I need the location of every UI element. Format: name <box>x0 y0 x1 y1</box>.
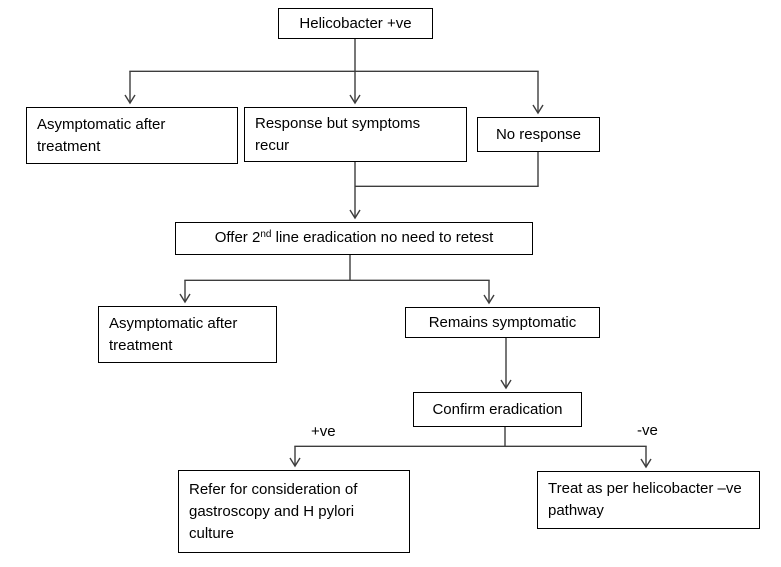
node-response-but-symptoms-recur-label: Response but symptoms recur <box>255 114 421 154</box>
edge-label-negative: -ve <box>637 422 658 439</box>
node-confirm-eradication-label: Confirm eradication <box>432 400 563 418</box>
node-no-response: No response <box>477 117 600 152</box>
node-remains-symptomatic: Remains symptomatic <box>405 307 600 338</box>
node-no-response-label: No response <box>495 125 582 143</box>
offer-label-suffix: line eradication no need to retest <box>271 228 494 246</box>
node-remains-symptomatic-label: Remains symptomatic <box>428 313 577 331</box>
node-refer-gastroscopy: Refer for consideration of gastroscopy a… <box>178 470 410 553</box>
node-offer-second-line-label: Offer 2nd line eradication no need to re… <box>215 227 494 251</box>
node-treat-negative-pathway: Treat as per helicobacter –ve pathway <box>537 471 760 529</box>
offer-label-prefix: Offer 2 <box>214 228 261 246</box>
offer-label-superscript: nd <box>260 228 272 240</box>
node-helicobacter-positive: Helicobacter +ve <box>278 8 433 39</box>
node-response-but-symptoms-recur: Response but symptoms recur <box>244 107 467 162</box>
node-offer-second-line-eradication: Offer 2nd line eradication no need to re… <box>175 222 533 255</box>
node-helicobacter-positive-label: Helicobacter +ve <box>299 14 412 32</box>
node-refer-gastroscopy-label: Refer for consideration of gastroscopy a… <box>189 480 358 542</box>
node-asymptomatic-after-treatment-2: Asymptomatic after treatment <box>98 306 277 363</box>
node-treat-negative-pathway-label: Treat as per helicobacter –ve pathway <box>548 480 742 519</box>
node-asymptomatic-after-treatment-1-label: Asymptomatic after treatment <box>37 115 166 155</box>
edge-label-positive: +ve <box>311 423 336 440</box>
node-confirm-eradication: Confirm eradication <box>413 392 582 427</box>
node-asymptomatic-after-treatment-2-label: Asymptomatic after treatment <box>109 314 238 354</box>
node-asymptomatic-after-treatment-1: Asymptomatic after treatment <box>26 107 238 164</box>
